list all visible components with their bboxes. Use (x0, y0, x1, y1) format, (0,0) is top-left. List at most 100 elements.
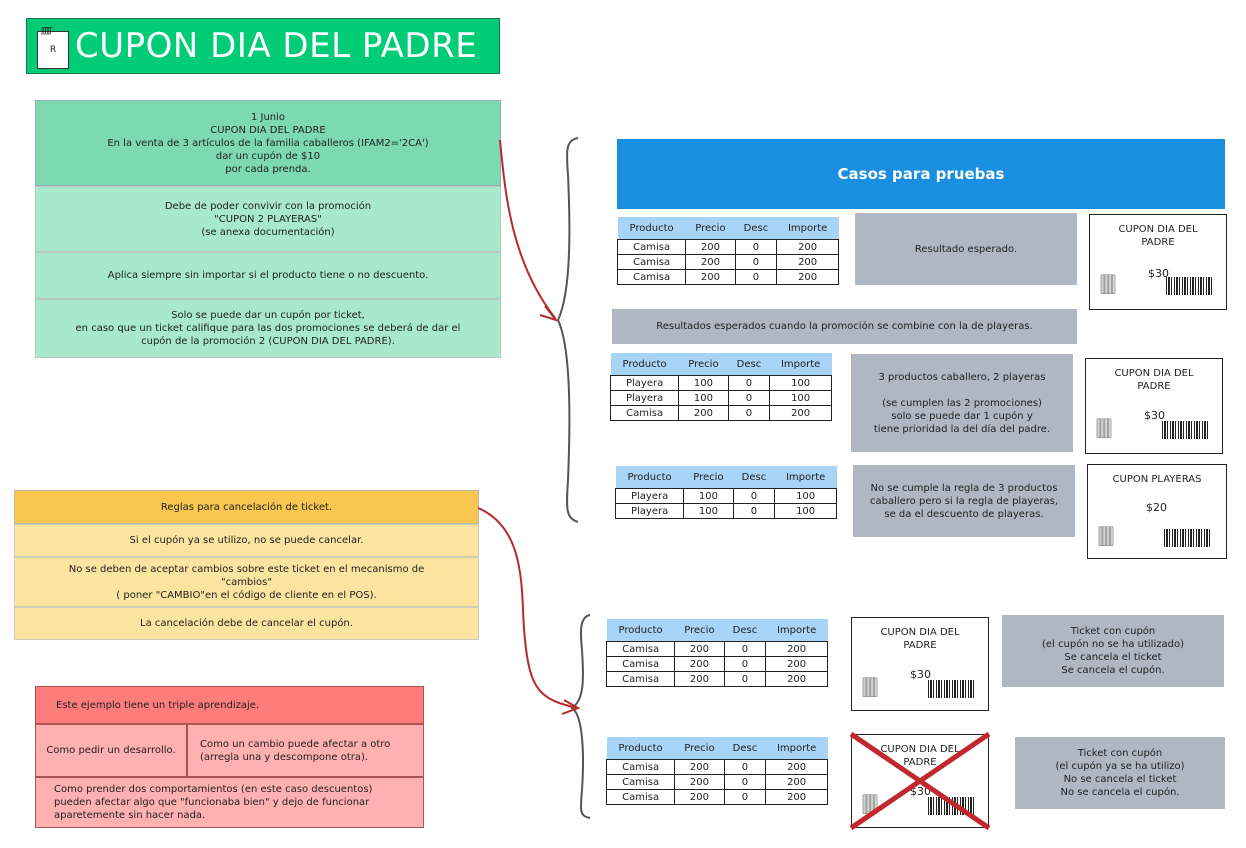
arrow-promo-to-tests (499, 139, 556, 319)
barcode-icon (1166, 277, 1212, 295)
col-header: Desc (724, 619, 766, 642)
table-cell: 100 (774, 503, 837, 519)
col-header: Producto (606, 619, 675, 642)
table-cell: Camisa (605, 671, 676, 687)
cancel-note-changes: No se deben de aceptar cambios sobre est… (14, 557, 479, 607)
result-expected: Resultado esperado. (855, 213, 1077, 285)
table-cell: 200 (685, 269, 736, 285)
page-title: CUPON DIA DEL PADRE (75, 26, 478, 66)
col-header: Desc (735, 217, 777, 240)
col-header: Importe (774, 466, 837, 489)
table-cell: 200 (769, 405, 832, 421)
title-banner: ʃʃʃʃʃʃ R CUPON DIA DEL PADRE (26, 18, 500, 74)
cancel-note-used: Si el cupón ya se utilizo, no se puede c… (14, 524, 479, 557)
col-header: Precio (674, 737, 725, 760)
coupon-amount: $30 (1148, 267, 1169, 280)
learning-header: Este ejemplo tiene un triple aprendizaje… (35, 686, 424, 724)
col-header: Importe (765, 737, 828, 760)
learning-bottom: Como prender dos comportamientos (en est… (35, 777, 424, 828)
result-playeras: No se cumple la regla de 3 productos cab… (853, 465, 1075, 537)
coupon-amount: $30 (910, 668, 931, 681)
money-bill-icon: 🀫 (1100, 271, 1116, 295)
table-cell: Playera (614, 503, 685, 519)
col-header: Precio (685, 217, 736, 240)
coupon-card: CUPON DIA DEL PADRE $30 🀫 (1085, 358, 1223, 454)
coupon-card: CUPON DIA DEL PADRE $30 🀫 (1089, 214, 1227, 310)
table-cell: 200 (765, 789, 828, 805)
col-header: Producto (606, 737, 675, 760)
money-bill-icon: 🀫 (1098, 523, 1114, 547)
table-cell: 100 (683, 503, 734, 519)
money-bill-icon: 🀫 (862, 791, 878, 815)
cancel-note-coupon: La cancelación debe de cancelar el cupón… (14, 607, 479, 640)
col-header: Importe (765, 619, 828, 642)
learning-left: Como pedir un desarrollo. (35, 724, 187, 777)
table-cell: 200 (674, 671, 725, 687)
notebook-icon: ʃʃʃʃʃʃ R (37, 27, 69, 69)
result-both-promos: 3 productos caballero, 2 playeras (se cu… (851, 354, 1073, 452)
table-cell: 200 (674, 759, 725, 775)
table-cell: 0 (734, 269, 778, 285)
left-brace-large (556, 137, 579, 523)
col-header: Precio (678, 353, 729, 376)
barcode-icon (928, 680, 974, 698)
coupon-card: CUPON PLAYERAS $20 🀫 (1087, 464, 1227, 559)
col-header: Producto (610, 353, 679, 376)
table-cell: 200 (674, 641, 725, 657)
col-header: Precio (674, 619, 725, 642)
col-header: Desc (733, 466, 775, 489)
result-cancel-unused: Ticket con cupón (el cupón no se ha util… (1002, 615, 1224, 687)
coupon-title: CUPON DIA DEL PADRE (880, 627, 960, 651)
table-cell: 200 (674, 789, 725, 805)
arrow-cancel-to-tests (477, 507, 579, 709)
coupon-amount: $20 (1146, 501, 1167, 514)
table-cell: 200 (776, 269, 839, 285)
learning-right: Como un cambio puede afectar a otro (arr… (187, 724, 424, 777)
coupon-title: CUPON DIA DEL PADRE (1114, 368, 1194, 392)
coupon-title: CUPON DIA DEL PADRE (880, 744, 960, 768)
col-header: Importe (769, 353, 832, 376)
left-brace-bottom (570, 614, 591, 819)
result-cancel-used: Ticket con cupón (el cupón ya se ha util… (1015, 737, 1225, 809)
col-header: Desc (724, 737, 766, 760)
col-header: Desc (728, 353, 770, 376)
barcode-icon (1162, 421, 1208, 439)
coupon-amount: $30 (1144, 409, 1165, 422)
promo-note-discount: Aplica siempre sin importar si el produc… (35, 252, 501, 299)
promo-note-coexist: Debe de poder convivir con la promoción … (35, 186, 501, 252)
table-cell: 200 (685, 239, 736, 255)
coupon-title: CUPON PLAYERAS (1112, 474, 1202, 485)
table-cell: 200 (678, 405, 729, 421)
table-cell: 200 (765, 671, 828, 687)
promo-note-main: 1 Junio CUPON DIA DEL PADRE En la venta … (35, 100, 501, 186)
coupon-card: CUPON DIA DEL PADRE $30 🀫 (851, 617, 989, 711)
arrow-head-1 (539, 305, 559, 322)
coupon-title: CUPON DIA DEL PADRE (1118, 224, 1198, 248)
col-header: Importe (776, 217, 839, 240)
test-cases-header: Casos para pruebas (617, 139, 1225, 209)
coupon-amount: $30 (910, 785, 931, 798)
promo-note-one-coupon: Solo se puede dar un cupón por ticket, e… (35, 299, 501, 358)
result-combined: Resultados esperados cuando la promoción… (612, 309, 1077, 344)
